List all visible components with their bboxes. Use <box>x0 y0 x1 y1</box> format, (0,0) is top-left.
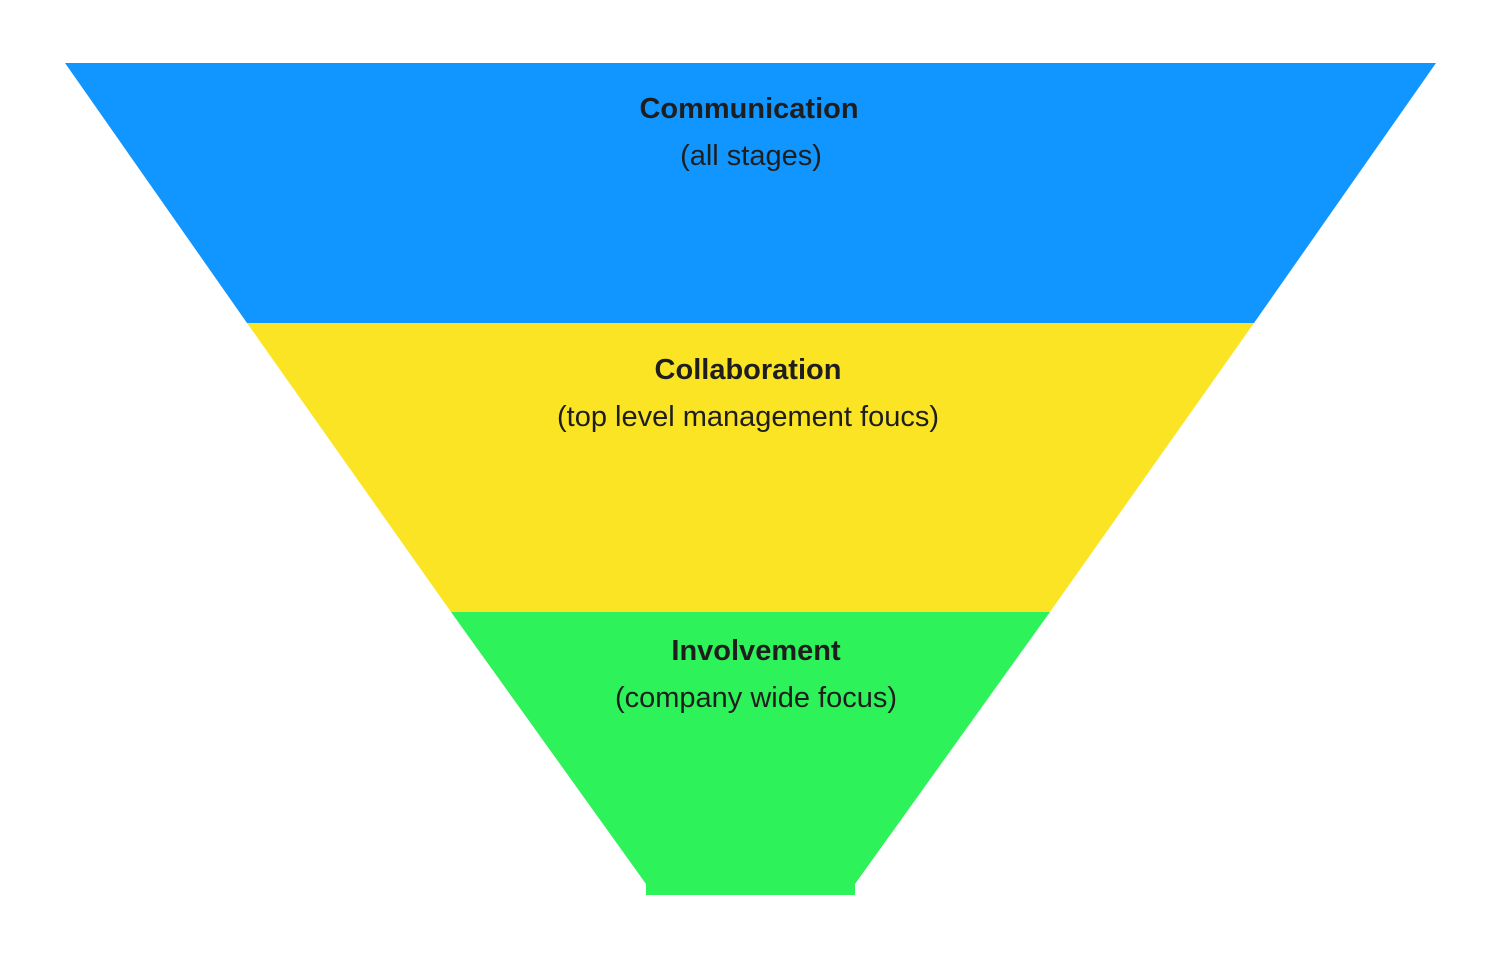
stage-collaboration-title: Collaboration <box>655 354 842 386</box>
stage-involvement-band <box>451 612 1050 895</box>
stage-involvement-title: Involvement <box>671 635 841 667</box>
stage-communication-title: Communication <box>639 93 858 125</box>
stage-communication-band <box>65 63 1436 323</box>
stage-involvement-subtitle: (company wide focus) <box>615 682 897 714</box>
stage-collaboration-band <box>247 323 1254 612</box>
stage-collaboration-subtitle: (top level management foucs) <box>557 401 939 433</box>
stage-communication-subtitle: (all stages) <box>680 140 822 172</box>
